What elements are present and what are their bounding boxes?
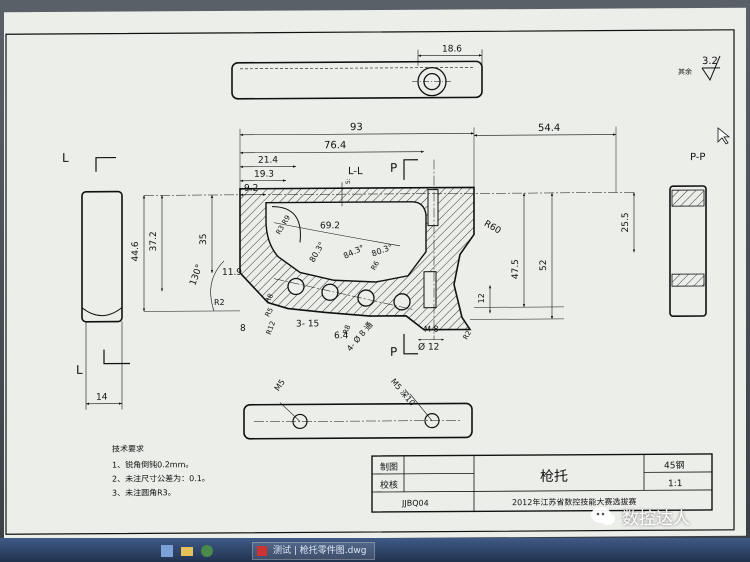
dim-M8: M 8: [424, 325, 439, 334]
notes-item-2: 2、未注尺寸公差为：0.1。: [112, 473, 210, 484]
dim-R12: R12: [265, 320, 277, 336]
taskbar-window-button[interactable]: 测试 | 枪托零件图.dwg: [252, 542, 376, 560]
mouse-cursor: [717, 127, 731, 145]
notes-item-3: 3、未注圆角R3。: [112, 487, 176, 497]
dim-9-2: 9.2: [244, 184, 258, 194]
dim-21-4: 21.4: [258, 156, 278, 166]
cad-app-icon: [257, 546, 267, 556]
bottom-view: M5 M5 深10: [243, 377, 473, 440]
dim-12v: 12: [477, 293, 486, 303]
tb-part-name: 枪托: [540, 468, 568, 485]
technical-notes: 技术要求 1、锐角倒钝0.2mm。 2、未注尺寸公差为：0.1。 3、未注圆角R…: [112, 443, 210, 497]
dim-37-2: 37.2: [149, 231, 159, 251]
dim-47-5: 47.5: [511, 259, 521, 279]
dim-69-2: 69.2: [320, 221, 340, 231]
dim-93: 93: [350, 122, 363, 133]
drawing-canvas: 3.2 其余 18.6 L L 14: [5, 29, 735, 535]
dim-R6: R6: [370, 259, 382, 272]
roughness-label: 其余: [678, 67, 692, 76]
dim-14: 14: [96, 393, 108, 403]
dim-4-8: 4- Ø 8 通: [344, 320, 374, 353]
title-block: 制图 校核 枪托 45钢 1:1 JJBQ04 2012年江苏省数控技能大赛选拔…: [371, 453, 713, 513]
dim-19-3: 19.3: [254, 170, 274, 180]
notes-title: 技术要求: [112, 443, 144, 453]
tb-org: 2012年江苏省数控技能大赛选拔赛: [512, 496, 636, 507]
dim-44-6: 44.6: [131, 241, 141, 261]
dim-R8: R8: [264, 292, 276, 304]
notes-item-1: 1、锐角倒钝0.2mm。: [112, 459, 193, 469]
dim-11-9: 11.9: [222, 268, 242, 278]
view-label-P-bottom: P: [390, 345, 397, 359]
view-label-LL: L-L: [348, 166, 363, 177]
dim-12h: Ø 12: [418, 342, 439, 353]
dim-35: 35: [199, 234, 209, 246]
dim-R8b: R8: [342, 324, 353, 335]
cad-drawing-area[interactable]: 3.2 其余 18.6 L L 14: [4, 7, 746, 541]
left-view: L L 14: [62, 151, 130, 410]
dim-18-6: 18.6: [442, 44, 462, 54]
taskbar: 测试 | 枪托零件图.dwg: [0, 538, 750, 562]
roughness-value: 3.2: [702, 56, 718, 67]
dim-M5-deep: M5 深10: [389, 377, 417, 408]
taskbar-folder-icon[interactable]: [180, 543, 194, 557]
taskbar-window-label: 测试 | 枪托零件图.dwg: [273, 546, 367, 556]
watermark-text: 数控达人: [622, 508, 690, 529]
dim-R3: R3: [275, 224, 287, 236]
dim-R2: R2: [214, 298, 225, 307]
tb-scale: 1:1: [668, 479, 682, 489]
dim-5: 5:: [345, 178, 352, 184]
taskbar-pin-icon[interactable]: [160, 543, 174, 557]
watermark: 数控达人: [590, 503, 690, 529]
view-label-L-top: L: [62, 151, 69, 165]
dim-R5: R5: [264, 306, 276, 318]
dim-130: 130°: [188, 263, 205, 287]
taskbar-app-icon[interactable]: [200, 543, 214, 557]
dim-R60: R60: [482, 219, 503, 237]
dim-R2b: R2: [462, 329, 474, 341]
front-view: [144, 159, 634, 340]
drawing-border: [5, 29, 735, 535]
dim-25-5: 25.5: [621, 212, 631, 232]
dim-54-4: 54.4: [538, 123, 560, 134]
tb-drawn: 制图: [380, 461, 398, 473]
dim-3-15: 3- 15: [296, 319, 319, 329]
dim-M5: M5: [273, 378, 287, 393]
roughness-symbol: 3.2 其余: [678, 55, 721, 82]
tb-checked: 校核: [380, 479, 398, 491]
top-view: 18.6: [231, 44, 483, 100]
dim-8: 8: [240, 324, 246, 334]
view-label-L-bottom: L: [76, 363, 83, 377]
dim-76-4: 76.4: [324, 140, 346, 151]
wechat-icon: [591, 507, 615, 525]
view-label-P-top: P: [390, 161, 397, 175]
tb-drawing-no: JJBQ04: [401, 499, 429, 508]
tb-material: 45钢: [664, 459, 684, 471]
dim-52: 52: [539, 259, 549, 271]
dim-R9: R9: [281, 214, 293, 226]
view-label-PP: P-P: [690, 152, 705, 163]
dim-6-4: 6.4: [334, 331, 349, 341]
section-PP: P-P: [669, 152, 707, 317]
